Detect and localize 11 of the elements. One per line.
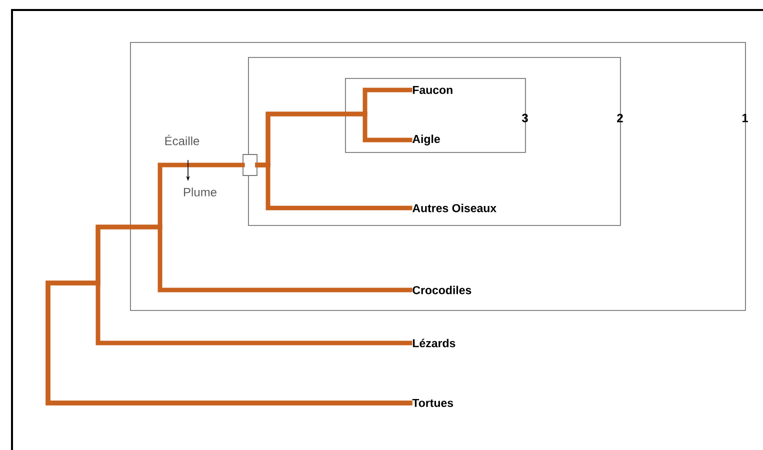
tree-branch	[255, 162, 412, 210]
tree-branch	[46, 162, 412, 406]
taxon-label: Faucon	[412, 86, 452, 94]
character-label: Plume	[184, 188, 216, 196]
taxon-label: Lézards	[412, 338, 456, 348]
character-label: Écaille	[165, 134, 200, 146]
character-box	[242, 154, 258, 176]
taxon-label: Aigle	[412, 134, 440, 146]
taxon-label: Crocodiles	[412, 286, 472, 294]
taxon-label: Tortues	[412, 399, 454, 408]
taxon-label: Autres Oiseaux	[412, 204, 496, 212]
